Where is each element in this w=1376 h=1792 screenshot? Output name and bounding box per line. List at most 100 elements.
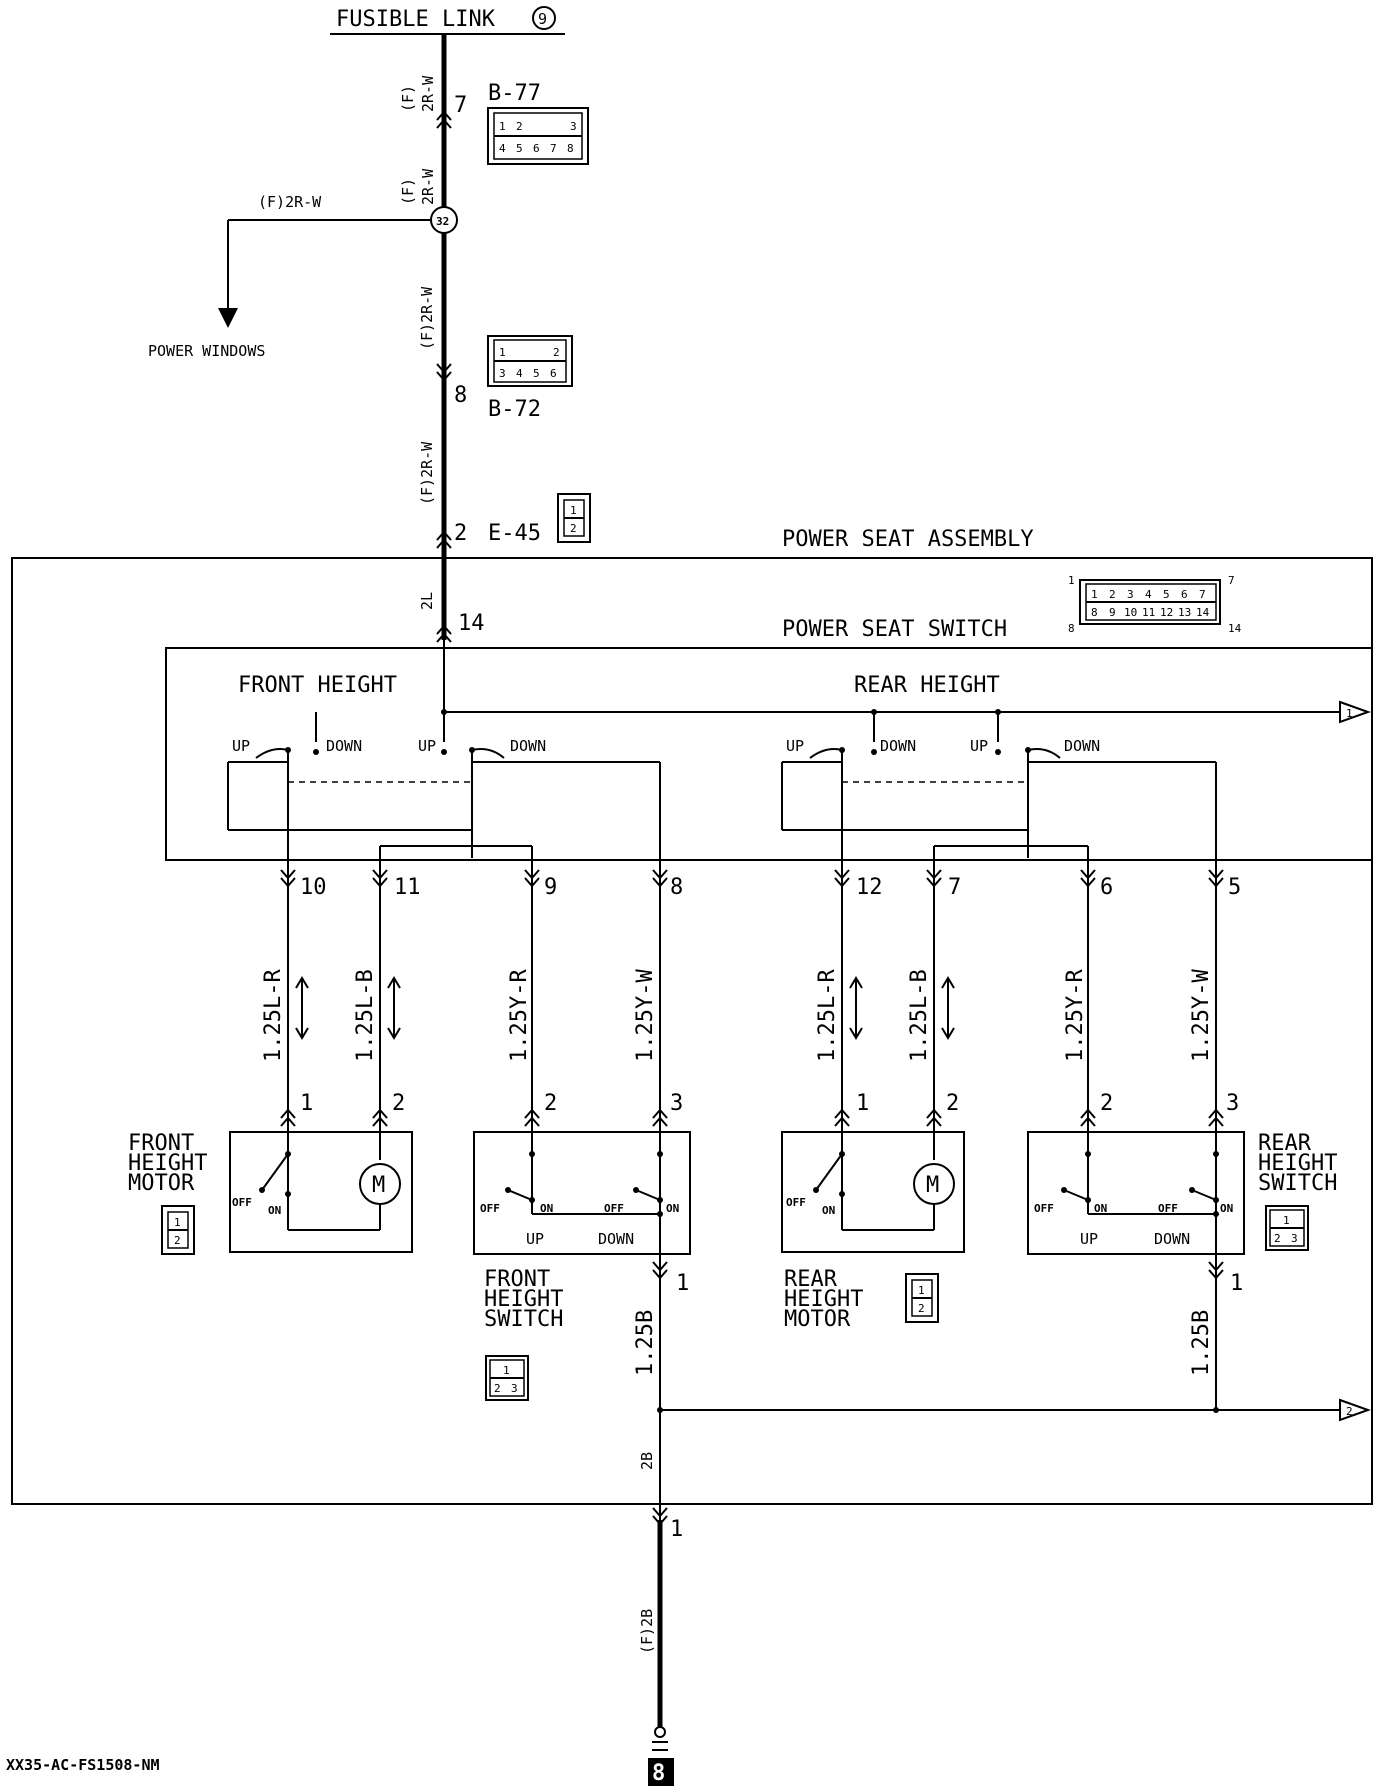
- connector-mark: [926, 869, 942, 888]
- svg-text:B-72: B-72: [488, 397, 541, 422]
- svg-text:1.25L-R: 1.25L-R: [261, 969, 286, 1062]
- connector-mark: [436, 624, 452, 643]
- svg-text:2: 2: [494, 1382, 501, 1395]
- svg-text:8: 8: [567, 142, 574, 155]
- svg-text:2: 2: [553, 346, 560, 359]
- connector-mark: [1080, 869, 1096, 888]
- pin-label: 3: [1127, 588, 1134, 601]
- svg-text:6: 6: [1100, 875, 1113, 900]
- svg-text:1.25B: 1.25B: [633, 1310, 658, 1376]
- connector-mark: [436, 363, 452, 382]
- connector-b72: 1 2 3 4 5 6 8 B-72: [454, 335, 573, 422]
- svg-text:3: 3: [499, 367, 506, 380]
- fusible-link: FUSIBLE LINK 9: [330, 6, 565, 35]
- svg-text:9: 9: [544, 875, 557, 900]
- switch-title: POWER SEAT SWITCH: [782, 617, 1007, 642]
- wire-label-2l: 2L: [418, 592, 436, 610]
- connector-mark: [372, 869, 388, 888]
- svg-text:FRONT: FRONT: [128, 1131, 194, 1156]
- pin-label: 14: [1196, 606, 1210, 619]
- svg-text:OFF: OFF: [786, 1196, 806, 1209]
- svg-text:2: 2: [1346, 1405, 1353, 1418]
- front-height-switch-label: FRONT HEIGHT SWITCH 1 2 3: [484, 1267, 563, 1401]
- connector-mark: [834, 869, 850, 888]
- svg-text:SWITCH: SWITCH: [484, 1307, 563, 1332]
- svg-text:ON: ON: [1220, 1202, 1233, 1215]
- svg-text:1: 1: [676, 1271, 689, 1296]
- rear-height-switch-contacts: UP DOWN UP DOWN: [781, 737, 1217, 858]
- pin-label: 13: [1178, 606, 1191, 619]
- pin-label: 4: [1145, 588, 1152, 601]
- svg-text:HEIGHT: HEIGHT: [1258, 1151, 1337, 1176]
- page-number-box: [648, 1758, 674, 1786]
- svg-text:HEIGHT: HEIGHT: [484, 1287, 563, 1312]
- svg-text:1: 1: [174, 1216, 181, 1229]
- connector-mark: [1080, 1108, 1096, 1127]
- svg-text:2: 2: [570, 522, 577, 535]
- svg-text:3: 3: [511, 1382, 518, 1395]
- front-height-label: FRONT HEIGHT: [238, 673, 397, 698]
- wire-label-f2rw-4: (F)2R-W: [418, 441, 436, 505]
- svg-text:REAR: REAR: [784, 1267, 838, 1292]
- power-seat-assembly-box: [11, 557, 1373, 1505]
- svg-text:5: 5: [1228, 875, 1241, 900]
- svg-text:1: 1: [499, 120, 506, 133]
- svg-text:FUSIBLE LINK: FUSIBLE LINK: [336, 7, 496, 32]
- rear-height-switch-label: REAR HEIGHT SWITCH 1 2 3: [1258, 1131, 1337, 1251]
- svg-text:M: M: [926, 1173, 939, 1198]
- svg-text:1: 1: [300, 1091, 313, 1116]
- svg-text:1.25Y-R: 1.25Y-R: [1063, 969, 1088, 1062]
- svg-text:UP: UP: [1080, 1230, 1098, 1248]
- connector-mark: [834, 1108, 850, 1127]
- svg-text:OFF: OFF: [1158, 1202, 1178, 1215]
- connector-mark: [652, 869, 668, 888]
- svg-text:HEIGHT: HEIGHT: [128, 1151, 207, 1176]
- svg-text:1: 1: [570, 504, 577, 517]
- svg-text:OFF: OFF: [232, 1196, 252, 1209]
- svg-text:REAR: REAR: [1258, 1131, 1312, 1156]
- svg-text:4: 4: [516, 367, 523, 380]
- svg-text:2: 2: [1100, 1091, 1113, 1116]
- svg-text:E-45: E-45: [488, 521, 541, 546]
- svg-text:2: 2: [174, 1234, 181, 1247]
- svg-text:(F): (F): [399, 85, 417, 112]
- svg-text:2: 2: [392, 1091, 405, 1116]
- svg-text:1.25Y-W: 1.25Y-W: [1189, 969, 1214, 1062]
- connector-mark: [926, 1108, 942, 1127]
- svg-text:1: 1: [1230, 1271, 1243, 1296]
- svg-text:1.25L-R: 1.25L-R: [815, 969, 840, 1062]
- switch-pin-14: 14: [458, 611, 485, 636]
- svg-text:10: 10: [300, 875, 327, 900]
- junction-32: 32: [430, 206, 458, 234]
- connector-b77: 7 B-77 1 2 3 4 5 6 7 8: [454, 81, 589, 165]
- rear-height-motor: M OFF ON: [781, 1131, 965, 1253]
- ground-wiring: 1 1 1.25B 1.25B 2 2B 1 (F)2B: [633, 1261, 1371, 1751]
- svg-text:3: 3: [1291, 1232, 1298, 1245]
- svg-text:1.25L-B: 1.25L-B: [353, 969, 378, 1062]
- assembly-title: POWER SEAT ASSEMBLY: [782, 527, 1034, 552]
- svg-text:DOWN: DOWN: [880, 737, 916, 755]
- power-seat-switch-box: [165, 647, 1372, 861]
- svg-text:2R-W: 2R-W: [419, 168, 437, 205]
- svg-text:(F): (F): [399, 178, 417, 205]
- svg-text:MOTOR: MOTOR: [128, 1171, 195, 1196]
- connector-mark: [280, 869, 296, 888]
- svg-text:HEIGHT: HEIGHT: [784, 1287, 863, 1312]
- pin-label: 1: [1091, 588, 1098, 601]
- svg-text:3: 3: [1226, 1091, 1239, 1116]
- svg-text:(F)2B: (F)2B: [638, 1609, 656, 1654]
- svg-text:2: 2: [454, 521, 467, 546]
- svg-text:2: 2: [544, 1091, 557, 1116]
- diagram-code: XX35-AC-FS1508-NM: [6, 1756, 160, 1774]
- svg-text:MOTOR: MOTOR: [784, 1307, 851, 1332]
- svg-text:OFF: OFF: [480, 1202, 500, 1215]
- svg-text:1: 1: [1068, 574, 1075, 587]
- svg-text:3: 3: [570, 120, 577, 133]
- svg-text:DOWN: DOWN: [1154, 1230, 1190, 1248]
- svg-text:2: 2: [946, 1091, 959, 1116]
- connector-mark: [652, 1108, 668, 1127]
- svg-text:8: 8: [1068, 622, 1075, 635]
- device-pin-numbers: 1 2 2 3 1 2 2 3: [300, 1091, 1239, 1116]
